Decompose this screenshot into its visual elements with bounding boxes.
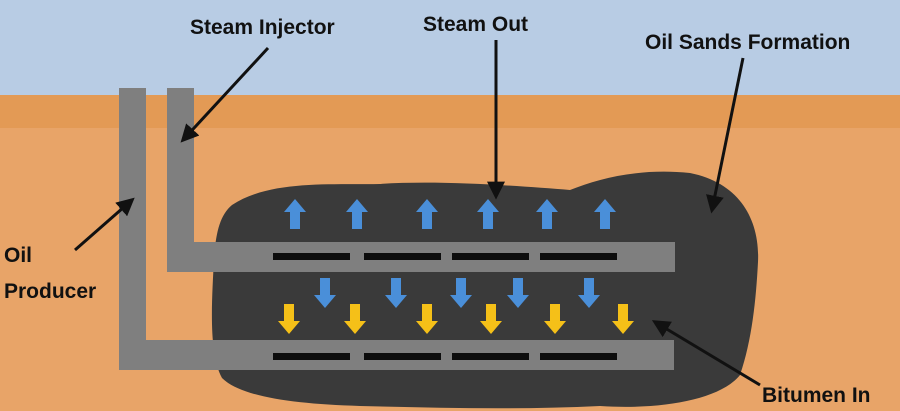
injector-slot <box>540 253 617 260</box>
bitumen-in-pointer-arrow <box>651 320 761 387</box>
label-pointers <box>74 40 761 387</box>
producer-slot <box>540 353 617 360</box>
sky-layer <box>0 0 900 95</box>
steam-up-arrow <box>477 199 499 229</box>
bitumen-down-arrow <box>344 304 366 334</box>
oil-producer-label-line2: Producer <box>4 280 96 303</box>
bitumen-down-arrow <box>544 304 566 334</box>
bitumen-in-label: Bitumen In <box>762 384 871 407</box>
producer-slot <box>452 353 529 360</box>
producer-slots <box>273 353 617 360</box>
injector-slot <box>364 253 441 260</box>
surface-soil-layer <box>0 95 900 128</box>
steam-up-arrow <box>594 199 616 229</box>
injector-slot <box>273 253 350 260</box>
injector-slots <box>273 253 617 260</box>
steam-up-arrow <box>346 199 368 229</box>
steam-down-arrow <box>507 278 529 308</box>
bitumen-down-arrow <box>480 304 502 334</box>
oil-sands-pointer-arrow <box>706 57 745 214</box>
producer-slot <box>273 353 350 360</box>
steam-down-arrow <box>314 278 336 308</box>
steam-out-label: Steam Out <box>423 13 528 36</box>
oil-producer-pointer-arrow <box>74 197 135 252</box>
bitumen-down-arrow <box>416 304 438 334</box>
steam-up-arrow <box>536 199 558 229</box>
steam-down-arrow <box>385 278 407 308</box>
producer-slot <box>364 353 441 360</box>
steam-down-arrow <box>450 278 472 308</box>
steam-down-arrow <box>578 278 600 308</box>
steam-down-arrows <box>314 278 600 308</box>
oil-producer-label-line1: Oil <box>4 244 32 267</box>
bitumen-down-arrow <box>612 304 634 334</box>
injector-slot <box>452 253 529 260</box>
steam-injector-label: Steam Injector <box>190 16 335 39</box>
steam-up-arrows <box>284 199 616 229</box>
steam-up-arrow <box>284 199 306 229</box>
bitumen-down-arrow <box>278 304 300 334</box>
bitumen-down-arrows <box>278 304 634 334</box>
steam-up-arrow <box>416 199 438 229</box>
steam-injector-pointer-arrow <box>180 46 270 143</box>
oil-sands-formation-label: Oil Sands Formation <box>645 31 850 54</box>
